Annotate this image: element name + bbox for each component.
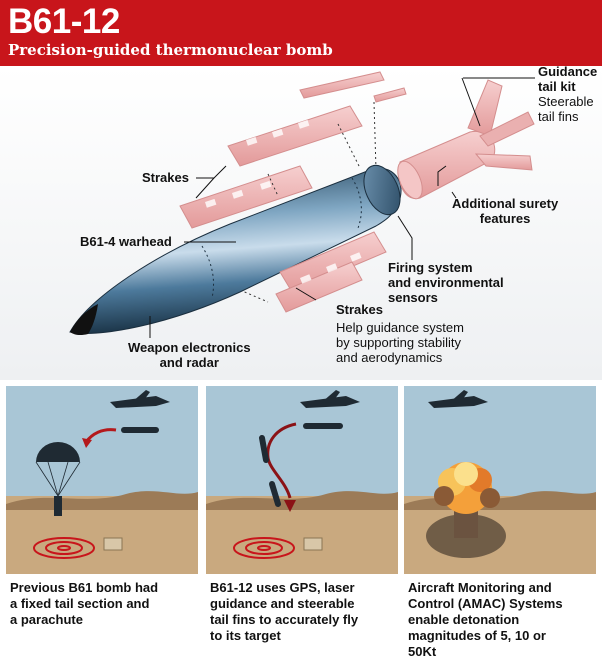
bunker-icon <box>103 537 123 551</box>
parachute-scene <box>6 386 198 574</box>
scene-panel-detonation <box>404 386 596 574</box>
guided-scene <box>206 386 398 574</box>
label-b61-4-warhead: B61-4 warhead <box>80 234 172 249</box>
page-title: B61-12 <box>8 2 120 41</box>
label-weapon-electronics: Weapon electronics and radar <box>128 340 251 370</box>
bomb-illustration <box>69 71 535 338</box>
aircraft-icon <box>428 390 488 408</box>
strakes-lower-part <box>275 231 387 313</box>
label-strakes-bottom: Strakes <box>336 302 383 317</box>
target-icon <box>33 537 95 559</box>
header-banner: B61-12 Precision-guided thermonuclear bo… <box>0 0 602 66</box>
label-additional-surety: Additional surety features <box>452 196 559 226</box>
label-steerable-tail-fins: Steerable tail fins <box>538 94 594 124</box>
strakes-upper-part <box>179 71 407 229</box>
aircraft-icon <box>110 390 170 408</box>
target-icon <box>233 537 295 559</box>
scene-panel-guided <box>206 386 398 574</box>
detonation-scene <box>404 386 596 574</box>
caption-detonation: Aircraft Monitoring and Control (AMAC) S… <box>408 580 563 659</box>
label-strakes-top: Strakes <box>142 170 189 185</box>
parachute-icon <box>35 442 81 516</box>
label-strakes-description: Help guidance system by supporting stabi… <box>336 320 464 365</box>
label-guidance-tail-kit: Guidance tail kit <box>538 64 598 94</box>
explosion-icon <box>426 462 506 558</box>
caption-guided: B61-12 uses GPS, laser guidance and stee… <box>210 580 359 643</box>
bunker-icon <box>303 537 323 551</box>
caption-parachute: Previous B61 bomb had a fixed tail secti… <box>10 580 159 627</box>
aircraft-icon <box>300 390 360 408</box>
exploded-diagram: Guidance tail kit Steerable tail fins St… <box>0 64 602 380</box>
bomb-body <box>69 164 402 336</box>
scene-panel-parachute <box>6 386 198 574</box>
page-subtitle: Precision-guided thermonuclear bomb <box>8 41 333 59</box>
guidance-tail-kit <box>397 79 535 200</box>
label-firing-system: Firing system and environmental sensors <box>388 260 504 305</box>
